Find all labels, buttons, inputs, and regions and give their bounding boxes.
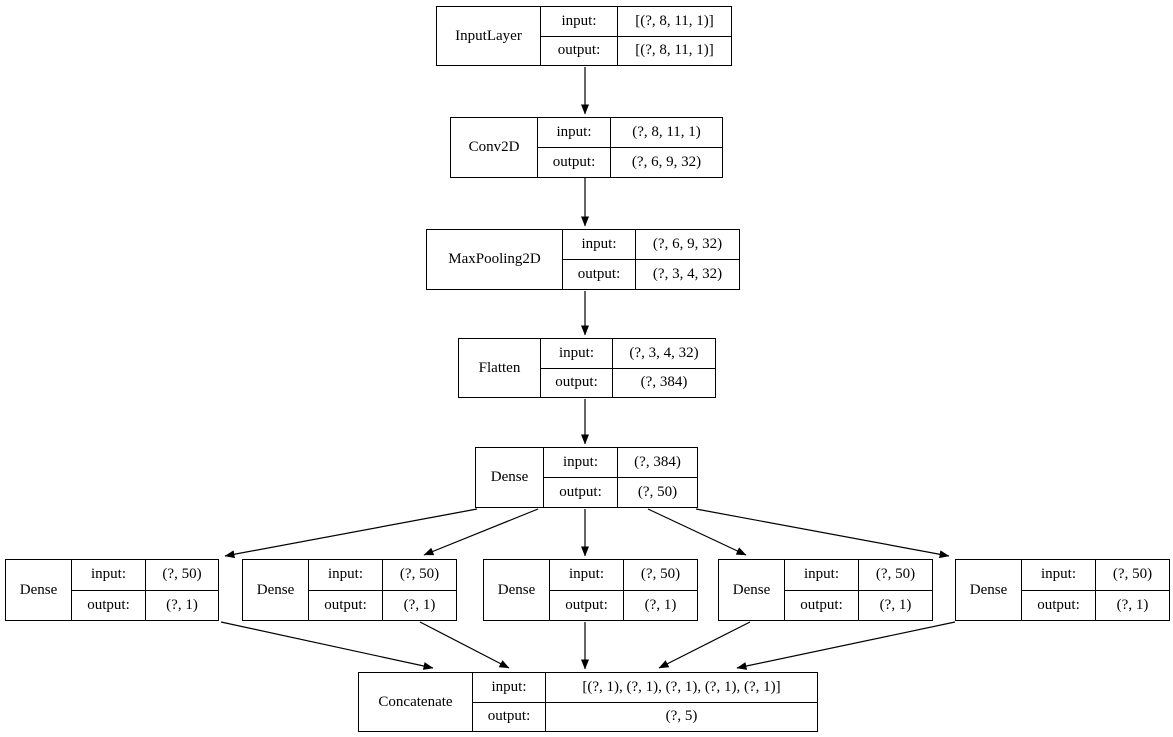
io-value-output: (?, 384) — [640, 374, 688, 391]
node-dense-branch-2: Dense input: (?, 50) output: (?, 1) — [242, 559, 457, 621]
edge-dense-branch2 — [423, 508, 539, 556]
io-value-output: (?, 1) — [644, 596, 677, 613]
edge-dense-branch1 — [224, 508, 478, 559]
layer-name-label: Dense — [243, 560, 309, 620]
layer-name-label: Dense — [956, 560, 1022, 620]
node-inputlayer: InputLayer input: [(?, 8, 11, 1)] output… — [436, 6, 732, 66]
node-maxpooling2d: MaxPooling2D input: (?, 6, 9, 32) output… — [426, 229, 740, 290]
io-key-output: output: — [785, 590, 859, 620]
io-value-output: (?, 1) — [879, 596, 912, 613]
node-dense-branch-3: Dense input: (?, 50) output: (?, 1) — [483, 559, 698, 621]
node-concatenate: Concatenate input: [(?, 1), (?, 1), (?, … — [358, 672, 818, 732]
node-dense-branch-1: Dense input: (?, 50) output: (?, 1) — [5, 559, 219, 621]
node-dense-branch-4: Dense input: (?, 50) output: (?, 1) — [718, 559, 933, 621]
io-value-input: [(?, 8, 11, 1)] — [635, 12, 714, 29]
io-key-input: input: — [541, 7, 618, 36]
io-value-output: (?, 1) — [166, 596, 198, 613]
io-key-output: output: — [1022, 590, 1096, 620]
io-value-output: (?, 5) — [665, 708, 698, 725]
edge-dense-branch4 — [647, 508, 747, 556]
io-key-output: output: — [544, 478, 618, 507]
io-value-output: (?, 3, 4, 32) — [652, 266, 723, 282]
io-key-input: input: — [544, 448, 618, 477]
io-key-input: input: — [538, 118, 611, 147]
node-conv2d: Conv2D input: (?, 8, 11, 1) output: (?, … — [450, 117, 723, 178]
io-value-output: (?, 1) — [1116, 596, 1149, 613]
layer-name-label: Dense — [476, 448, 544, 507]
io-key-output: output: — [309, 590, 383, 620]
io-key-output: output: — [538, 148, 611, 177]
layer-name-label: InputLayer — [437, 7, 541, 65]
layer-name-label: MaxPooling2D — [427, 230, 563, 289]
edge-branch4-concatenate — [658, 621, 751, 669]
io-key-output: output: — [541, 368, 613, 397]
edge-dense-branch5 — [695, 508, 950, 559]
io-value-input: [(?, 1), (?, 1), (?, 1), (?, 1), (?, 1)] — [582, 678, 781, 695]
io-value-input: (?, 50) — [875, 566, 916, 583]
io-key-output: output: — [563, 260, 636, 289]
io-value-output: [(?, 8, 11, 1)] — [635, 42, 714, 59]
io-key-input: input: — [541, 339, 613, 368]
edge-branch1-concatenate — [220, 621, 434, 670]
layer-name-label: Conv2D — [451, 118, 538, 177]
io-value-input: (?, 50) — [640, 566, 681, 583]
io-value-input: (?, 50) — [162, 566, 202, 583]
io-value-output: (?, 50) — [637, 484, 678, 500]
node-dense-branch-5: Dense input: (?, 50) output: (?, 1) — [955, 559, 1170, 621]
node-flatten: Flatten input: (?, 3, 4, 32) output: (?,… — [458, 338, 716, 398]
node-dense: Dense input: (?, 384) output: (?, 50) — [475, 447, 698, 508]
io-key-input: input: — [473, 673, 546, 702]
io-key-input: input: — [1022, 560, 1096, 590]
io-key-input: input: — [785, 560, 859, 590]
io-value-input: (?, 8, 11, 1) — [632, 124, 701, 140]
layer-name-label: Dense — [719, 560, 785, 620]
io-key-output: output: — [72, 590, 146, 620]
io-value-input: (?, 50) — [399, 566, 440, 583]
io-value-input: (?, 384) — [634, 454, 681, 470]
edge-branch2-concatenate — [419, 621, 510, 669]
io-value-input: (?, 6, 9, 32) — [652, 236, 723, 252]
io-key-output: output: — [473, 702, 546, 731]
io-key-input: input: — [309, 560, 383, 590]
io-key-output: output: — [541, 36, 618, 65]
edge-branch5-concatenate — [736, 621, 956, 670]
layer-name-label: Dense — [6, 560, 72, 620]
io-value-output: (?, 6, 9, 32) — [631, 154, 702, 170]
io-key-input: input: — [563, 230, 636, 259]
io-key-input: input: — [550, 560, 624, 590]
io-value-input: (?, 3, 4, 32) — [629, 344, 699, 361]
io-value-input: (?, 50) — [1112, 566, 1153, 583]
layer-name-label: Flatten — [459, 339, 541, 397]
io-value-output: (?, 1) — [403, 596, 436, 613]
io-key-input: input: — [72, 560, 146, 590]
io-key-output: output: — [550, 590, 624, 620]
layer-name-label: Dense — [484, 560, 550, 620]
layer-name-label: Concatenate — [359, 673, 473, 731]
